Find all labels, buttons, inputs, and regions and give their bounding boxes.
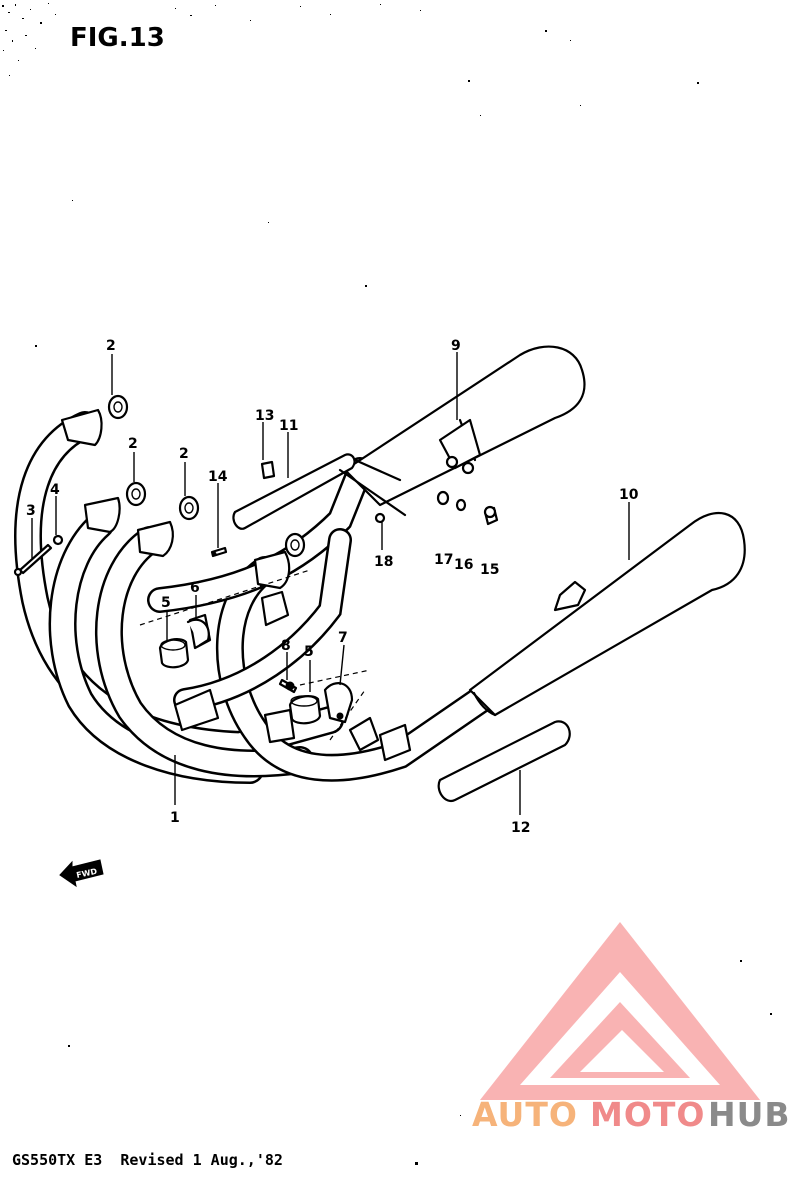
small-fasteners xyxy=(210,460,276,558)
figure-title: FIG.13 xyxy=(70,23,165,53)
callout-9: 9 xyxy=(451,338,461,354)
fwd-label: FWD xyxy=(76,867,99,880)
callout-15: 15 xyxy=(480,562,499,578)
muffler-fasteners xyxy=(374,490,499,526)
callout-2: 2 xyxy=(128,436,138,452)
callout-13: 13 xyxy=(255,408,274,424)
header-pipes xyxy=(14,411,494,784)
model-revision-label: GS550TX E3 Revised 1 Aug.,'82 xyxy=(12,1151,283,1169)
logo-text-moto: MOTO xyxy=(590,1095,705,1134)
exhaust-flanges xyxy=(60,408,291,650)
callout-18: 18 xyxy=(374,554,393,570)
callout-2: 2 xyxy=(106,338,116,354)
joint-sleeves xyxy=(158,638,322,744)
connector-pipe xyxy=(437,720,571,803)
callout-2: 2 xyxy=(179,446,189,462)
callout-7: 7 xyxy=(338,630,348,646)
fwd-arrow: FWD xyxy=(59,859,104,888)
callout-11: 11 xyxy=(279,418,298,434)
clamp-bolt xyxy=(278,678,298,694)
scan-noise xyxy=(2,3,772,1165)
callout-14: 14 xyxy=(208,469,228,485)
callout-10: 10 xyxy=(619,487,639,503)
callout-6: 6 xyxy=(190,580,200,596)
callout-5: 5 xyxy=(304,644,314,660)
stud-and-nut xyxy=(13,534,64,577)
callout-8: 8 xyxy=(281,638,291,654)
callouts: 2 2 2 3 4 5 5 6 7 8 9 10 11 12 13 14 15 … xyxy=(26,338,639,836)
callout-16: 16 xyxy=(454,557,473,573)
callout-4: 4 xyxy=(50,482,60,498)
reference-lines xyxy=(139,569,371,741)
logo-text-hub: HUB xyxy=(708,1095,791,1134)
joint-clamps xyxy=(186,618,412,762)
callout-3: 3 xyxy=(26,503,36,519)
callout-17: 17 xyxy=(434,552,453,568)
callout-1: 1 xyxy=(170,810,180,826)
heat-shield xyxy=(232,453,407,530)
automotohub-logo: AUTO MOTO HUB xyxy=(472,922,791,1134)
logo-text-auto: AUTO xyxy=(472,1095,578,1134)
right-muffler xyxy=(468,511,746,717)
callout-leaders xyxy=(31,352,630,815)
exhaust-gaskets xyxy=(107,394,306,558)
callout-5: 5 xyxy=(161,595,171,611)
callout-12: 12 xyxy=(511,820,530,836)
left-muffler xyxy=(343,345,586,507)
